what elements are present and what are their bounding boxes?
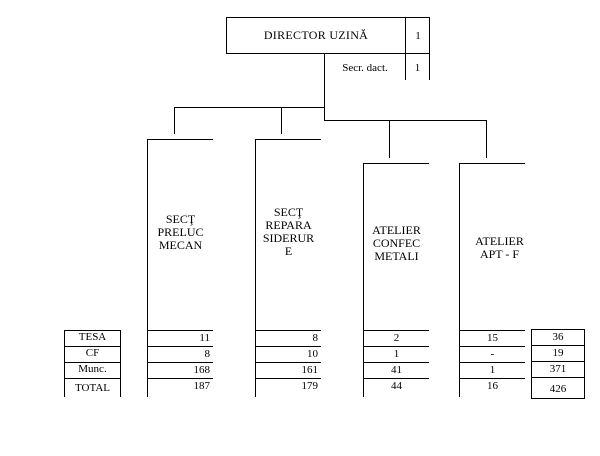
totals-box: 36 19 371 426: [531, 329, 585, 399]
dept2-line-2: [255, 346, 321, 347]
branch-drop-3: [389, 120, 390, 158]
secretary-count: 1: [414, 62, 421, 74]
dept3-line-4: [363, 378, 429, 379]
department-label-2: SECŢ REPARA SIDERUR E: [256, 206, 321, 258]
branch-bar-upper: [174, 107, 325, 108]
dept2-line-1: [255, 330, 321, 331]
totals-line-2: [532, 361, 584, 362]
director-divider: [405, 18, 406, 53]
department-box-3: ATELIER CONFEC METALI: [363, 163, 429, 397]
total-value-munc: 371: [549, 363, 567, 375]
dept4-line-1: [459, 330, 525, 331]
department-box-1: SECŢ PRELUC MECAN: [147, 139, 213, 397]
totals-line-3: [532, 377, 584, 378]
branch-drop-4: [486, 120, 487, 158]
dept3-line-1: [363, 330, 429, 331]
trunk-connector: [324, 80, 325, 120]
dept3-value-cf: 1: [393, 348, 400, 360]
department-label-line: CONFEC: [372, 236, 421, 250]
total-value-tesa: 36: [552, 331, 564, 343]
dept1-value-munc: 168: [193, 364, 211, 376]
rowlabel-line-top: [64, 330, 121, 331]
dept4-value-cf: -: [490, 348, 495, 360]
dept2-value-cf: 10: [307, 348, 318, 360]
dept3-line-2: [363, 346, 429, 347]
department-label-line: SIDERUR: [262, 231, 315, 245]
rowlabel-line-4: [64, 378, 121, 379]
dept3-value-tesa: 2: [393, 332, 400, 344]
dept2-value-total: 179: [301, 380, 319, 392]
row-label-tesa: TESA: [78, 331, 107, 343]
department-label-3: ATELIER CONFEC METALI: [364, 224, 429, 263]
rowlabel-right-border: [120, 330, 121, 397]
dept4-value-total: 16: [487, 380, 498, 392]
dept1-value-tesa: 11: [199, 332, 210, 344]
dept2-line-4: [255, 378, 321, 379]
dept4-value-tesa: 15: [487, 332, 498, 344]
dept4-line-2: [459, 346, 525, 347]
department-label-line: ATELIER: [372, 223, 421, 237]
director-box: DIRECTOR UZINĂ 1: [226, 17, 430, 54]
dept1-value-total: 187: [193, 380, 211, 392]
dept4-value-munc: 1: [489, 364, 496, 376]
department-label-line: APT - F: [479, 247, 520, 261]
department-label-line: E: [284, 244, 293, 258]
department-label-line: PRELUC: [157, 225, 204, 239]
department-label-line: SECŢ: [273, 205, 304, 219]
department-label-line: ATELIER: [475, 234, 524, 248]
total-value-total: 426: [549, 383, 567, 395]
department-label-line: METALI: [374, 249, 419, 263]
dept2-line-3: [255, 362, 321, 363]
dept2-value-tesa: 8: [312, 332, 319, 344]
department-label-line: REPARA: [265, 218, 312, 232]
department-label-line: MECAN: [158, 238, 203, 252]
director-title: DIRECTOR UZINĂ: [263, 28, 369, 42]
row-label-cf: CF: [85, 347, 100, 359]
row-label-munc: Munc.: [78, 363, 107, 375]
rowlabel-line-3: [64, 362, 121, 363]
department-label-1: SECŢ PRELUC MECAN: [148, 213, 213, 252]
director-count: 1: [415, 29, 421, 42]
row-label-total: TOTAL: [75, 382, 110, 394]
rowlabel-line-2: [64, 346, 121, 347]
rowlabel-left-border: [64, 330, 65, 397]
secretary-label: Secr. dact.: [342, 62, 388, 74]
branch-drop-1: [174, 107, 175, 134]
dept4-line-4: [459, 378, 525, 379]
secretary-right-border: [429, 54, 430, 80]
dept1-line-3: [147, 362, 213, 363]
department-label-4: ATELIER APT - F: [460, 235, 525, 261]
secretary-left-border: [324, 54, 325, 80]
dept1-line-1: [147, 330, 213, 331]
dept3-value-munc: 41: [391, 364, 402, 376]
department-box-2: SECŢ REPARA SIDERUR E: [255, 139, 321, 397]
dept1-line-4: [147, 378, 213, 379]
department-label-line: SECŢ: [165, 212, 196, 226]
dept3-value-total: 44: [391, 380, 402, 392]
branch-drop-2: [281, 107, 282, 134]
department-box-4: ATELIER APT - F: [459, 163, 525, 397]
branch-bar-lower: [324, 120, 487, 121]
dept2-value-munc: 161: [301, 364, 319, 376]
dept4-line-3: [459, 362, 525, 363]
dept3-line-3: [363, 362, 429, 363]
dept1-line-2: [147, 346, 213, 347]
dept1-value-cf: 8: [204, 348, 211, 360]
secretary-divider: [405, 54, 406, 80]
totals-line-1: [532, 345, 584, 346]
total-value-cf: 19: [552, 347, 564, 359]
